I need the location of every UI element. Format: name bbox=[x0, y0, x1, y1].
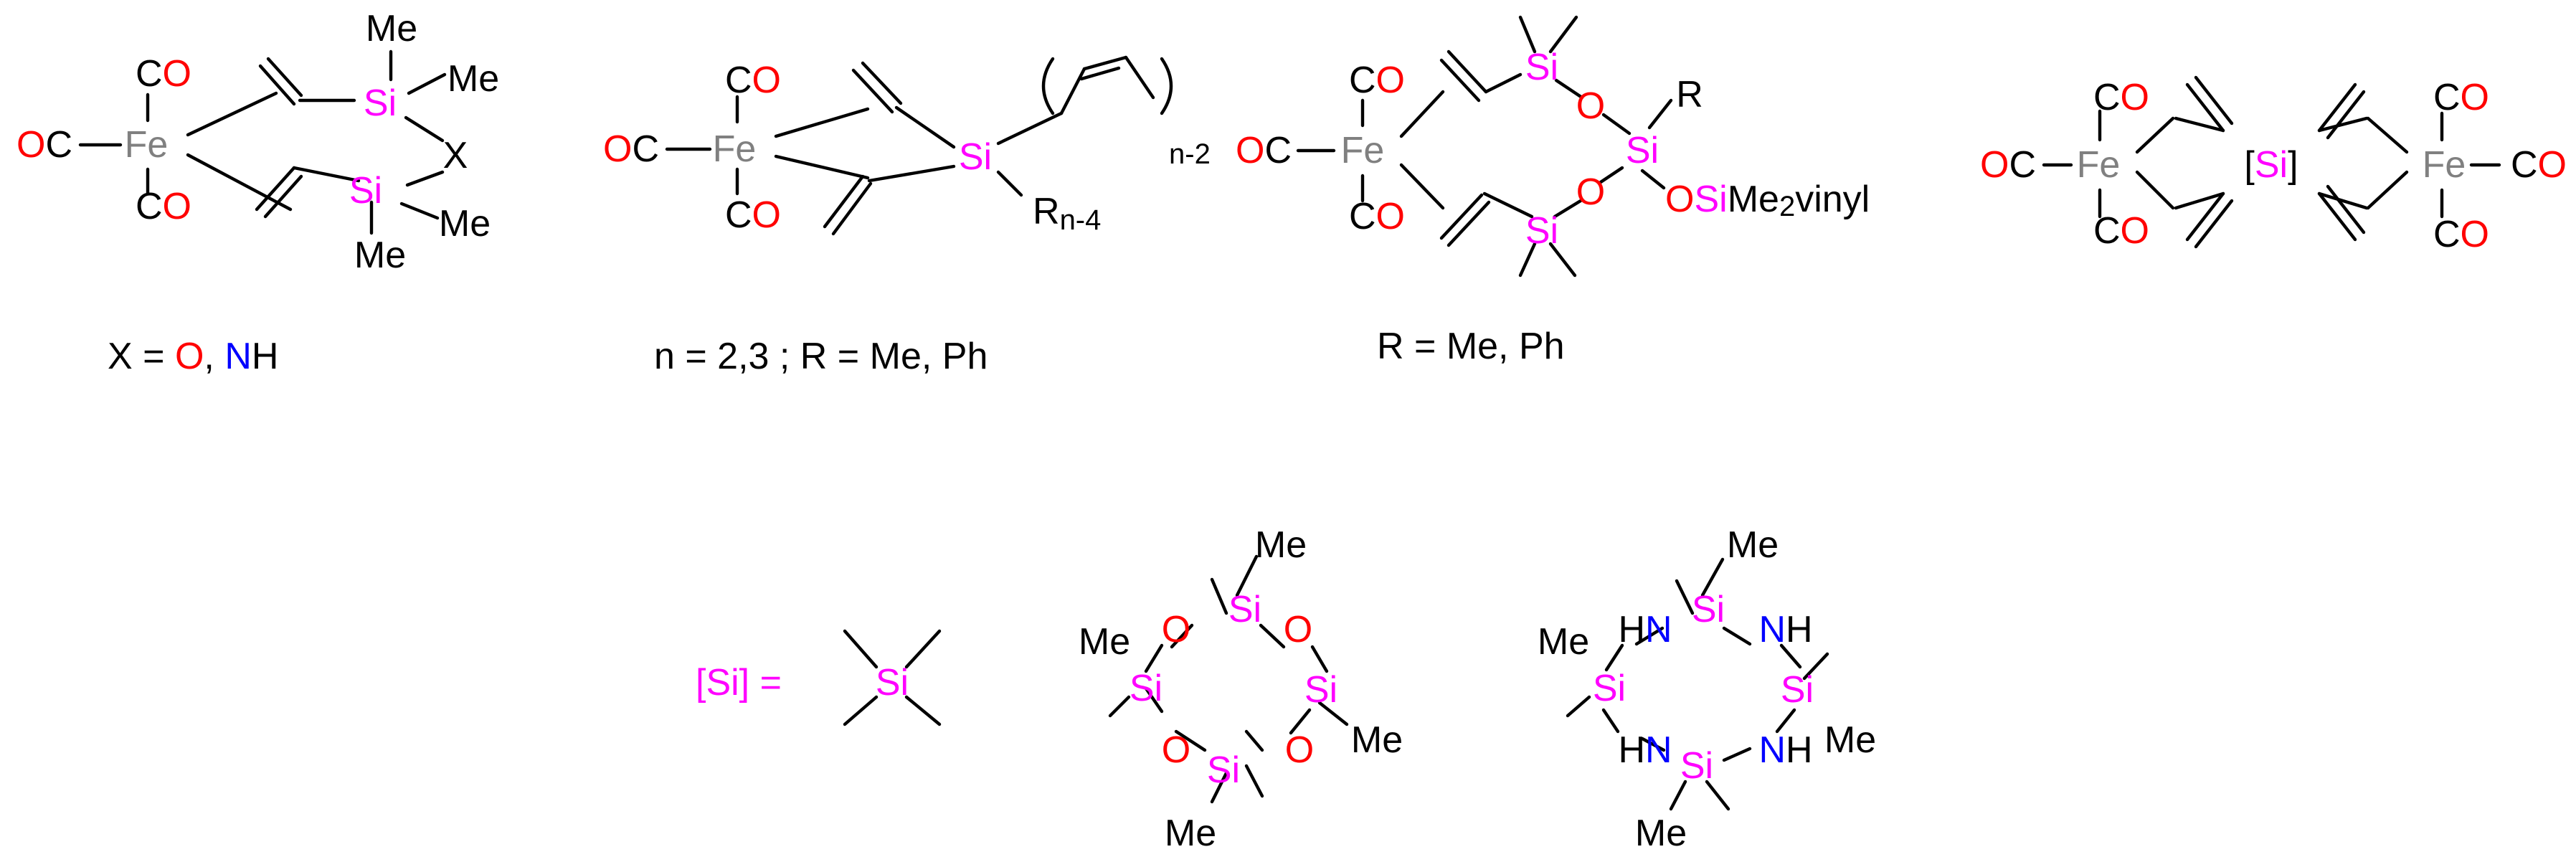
iron-atom: Fe bbox=[1341, 130, 1385, 171]
structure-1-fe-disiloxane-complex: CO OC Fe CO Si Me Me X Si Me Me X = O, N… bbox=[16, 8, 499, 377]
carbonyl-top: CO bbox=[136, 53, 191, 95]
atom-labels-structure-4: CO OC Fe CO [Si] CO Fe CO CO bbox=[1980, 77, 2567, 255]
carbonyl-left: OC bbox=[16, 124, 72, 166]
amine-nh-right-top: NH bbox=[1758, 609, 1812, 650]
structure-4-diiron-bridged-complex: CO OC Fe CO [Si] CO Fe CO CO bbox=[1980, 75, 2567, 255]
methyl: Me bbox=[1079, 621, 1130, 663]
si-definition: [Si] = Si Si Me O O M bbox=[696, 524, 1876, 854]
iron-atom: Fe bbox=[125, 124, 169, 166]
carbonyl-bottom: CO bbox=[1349, 196, 1405, 237]
methyl: Me bbox=[1165, 813, 1216, 854]
methyl-bottom: Me bbox=[354, 235, 406, 276]
carbonyl-top: CO bbox=[1349, 60, 1405, 101]
carbonyl-left-top: CO bbox=[2093, 77, 2149, 118]
silicon-atom-top: Si bbox=[364, 82, 397, 124]
carbonyl-right-bottom: CO bbox=[2433, 214, 2489, 255]
carbonyl-top: CO bbox=[725, 60, 781, 101]
oxygen-atom: O bbox=[1162, 729, 1190, 771]
cyclotetrasilazane: Si Me HN NH Me Si Si Me HN NH Si Me bbox=[1538, 524, 1876, 854]
bonds-structure-4 bbox=[2042, 75, 2501, 249]
methyl-right-top: Me bbox=[448, 58, 499, 100]
bonds-structure-1 bbox=[78, 49, 447, 235]
silicon-atom: Si bbox=[1593, 668, 1626, 709]
caption-structure-1: X = O, NH bbox=[108, 336, 278, 377]
oxygen-atom-lower: O bbox=[1576, 171, 1605, 213]
silicon-atom: Si bbox=[1130, 668, 1162, 709]
si-definition-label: [Si] = bbox=[696, 662, 782, 704]
silicon-atom: Si bbox=[1304, 669, 1337, 711]
amine-nh-right-bottom: NH bbox=[1758, 729, 1812, 771]
iron-atom-right: Fe bbox=[2423, 144, 2466, 186]
silicon-atom-top: Si bbox=[1525, 47, 1558, 88]
carbonyl-left-left: OC bbox=[1980, 144, 2036, 186]
substituent-r: Rn-4 bbox=[1033, 191, 1101, 236]
methyl-top: Me bbox=[366, 8, 417, 49]
silicon-atom: Si bbox=[1781, 669, 1814, 711]
cyclotetrasiloxane: Si Me O O Me Si Si Me O O Si Me bbox=[1079, 524, 1403, 854]
carbonyl-right-top: CO bbox=[2433, 77, 2489, 118]
oxygen-atom: O bbox=[1284, 609, 1312, 650]
methyl: Me bbox=[1538, 621, 1589, 663]
tetramethylsilane-unit: Si bbox=[843, 629, 942, 726]
bonds-structure-3 bbox=[1296, 15, 1673, 278]
silicon-atom-bottom: Si bbox=[1525, 210, 1558, 252]
amine-nh-left-top: HN bbox=[1618, 609, 1672, 650]
repeat-index-n-2: n-2 bbox=[1169, 138, 1211, 170]
silicon-atom: Si bbox=[1680, 745, 1713, 787]
silicon-atom: Si bbox=[876, 662, 909, 704]
methyl: Me bbox=[1824, 719, 1876, 761]
atom-labels-structure-3: CO OC Fe CO Si O R Si O OSiMe2vinyl Si bbox=[1236, 47, 1870, 252]
caption-structure-3: R = Me, Ph bbox=[1377, 326, 1565, 367]
methyl: Me bbox=[1727, 524, 1779, 566]
carbonyl-left: OC bbox=[1236, 130, 1292, 171]
substituent-r: R bbox=[1676, 74, 1703, 115]
silicon-atom: Si bbox=[1228, 589, 1261, 630]
methyl: Me bbox=[1635, 813, 1687, 854]
bridge-atom-x: X bbox=[443, 135, 468, 176]
silicon-atom: Si bbox=[1207, 749, 1240, 791]
atom-labels-structure-2: CO OC Fe CO Si n-2 Rn-4 bbox=[603, 60, 1211, 236]
bonds-structure-2 bbox=[665, 55, 1155, 236]
silicon-atom-right: Si bbox=[1626, 130, 1659, 171]
polymer-parentheses bbox=[1041, 57, 1173, 115]
silicon-atom: Si bbox=[1692, 589, 1725, 630]
structure-2-fe-vinylsilane-complex: CO OC Fe CO Si n-2 Rn-4 n = 2,3 ; R = Me… bbox=[603, 55, 1211, 377]
carbonyl-bottom: CO bbox=[136, 186, 191, 227]
amine-nh-left-bottom: HN bbox=[1618, 729, 1672, 771]
siloxy-vinyl-group: OSiMe2vinyl bbox=[1665, 179, 1870, 222]
structure-3-fe-cyclotrisiloxane-complex: CO OC Fe CO Si O R Si O OSiMe2vinyl Si R… bbox=[1236, 15, 1870, 367]
oxygen-atom: O bbox=[1162, 609, 1190, 650]
atom-labels-structure-1: CO OC Fe CO Si Me Me X Si Me Me bbox=[16, 8, 499, 276]
bridging-si-unit: [Si] bbox=[2244, 144, 2298, 186]
carbonyl-right-right: CO bbox=[2511, 144, 2567, 186]
caption-structure-2: n = 2,3 ; R = Me, Ph bbox=[654, 336, 988, 377]
methyl: Me bbox=[1255, 524, 1307, 566]
carbonyl-left-bottom: CO bbox=[2093, 210, 2149, 252]
methyl-right-bottom: Me bbox=[439, 203, 491, 245]
silicon-atom-bottom: Si bbox=[349, 170, 382, 212]
oxygen-atom: O bbox=[1285, 729, 1314, 771]
iron-atom: Fe bbox=[713, 128, 757, 170]
silicon-atom: Si bbox=[959, 136, 992, 178]
carbonyl-left: OC bbox=[603, 128, 659, 170]
carbonyl-bottom: CO bbox=[725, 194, 781, 236]
oxygen-atom-upper: O bbox=[1576, 85, 1605, 127]
methyl: Me bbox=[1351, 719, 1403, 761]
iron-atom-left: Fe bbox=[2077, 144, 2121, 186]
